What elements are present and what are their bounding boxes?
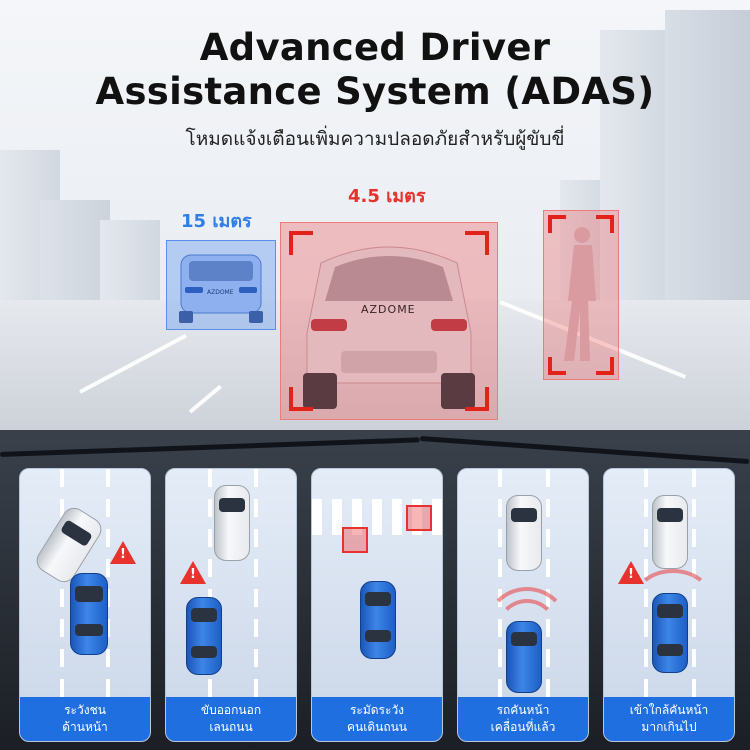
pedestrian-icon bbox=[564, 227, 596, 361]
card-caption: ระมัดระวัง คนเดินถนน bbox=[312, 697, 442, 741]
car-glass bbox=[657, 604, 683, 618]
near-suv-icon bbox=[303, 246, 475, 409]
caption-line-2: ด้านหน้า bbox=[62, 720, 108, 734]
blue-car bbox=[186, 597, 222, 675]
blue-car bbox=[70, 573, 108, 655]
title-line-2: Assistance System (ADAS) bbox=[95, 70, 655, 113]
card-caption: เข้าใกล้คันหน้า มากเกินไป bbox=[604, 697, 734, 741]
blue-car bbox=[506, 621, 542, 693]
lane-line bbox=[60, 469, 64, 701]
caption-line-1: รถคันหน้า bbox=[496, 703, 550, 717]
box-corner bbox=[465, 387, 489, 411]
pedestrian-detection-box bbox=[543, 210, 619, 380]
warning-triangle-icon: ! bbox=[618, 561, 644, 584]
car-glass bbox=[191, 646, 217, 658]
lane-line bbox=[106, 469, 110, 701]
caption-line-2: คนเดินถนน bbox=[347, 720, 407, 734]
card-caption: รถคันหน้า เคลื่อนที่แล้ว bbox=[458, 697, 588, 741]
car-glass bbox=[511, 508, 537, 522]
card-too-close: ! เข้าใกล้คันหน้า มากเกินไป bbox=[603, 468, 735, 742]
near-vehicle-detection-box: AZDOME bbox=[280, 222, 498, 420]
box-corner bbox=[548, 215, 566, 233]
card-caption: ระวังชน ด้านหน้า bbox=[20, 697, 150, 741]
pedestrian-icon bbox=[406, 505, 432, 531]
car-glass bbox=[365, 630, 391, 642]
lane-line bbox=[498, 469, 502, 701]
car-glass bbox=[657, 508, 683, 522]
box-corner bbox=[289, 231, 313, 255]
car-glass bbox=[59, 519, 94, 548]
box-corner bbox=[596, 357, 614, 375]
caption-line-1: ระมัดระวัง bbox=[349, 703, 405, 717]
far-vehicle-detection-box: AZDOME bbox=[166, 240, 276, 330]
distance-near-label: 4.5 เมตร bbox=[348, 186, 426, 207]
blue-car bbox=[652, 593, 688, 673]
box-corner bbox=[548, 357, 566, 375]
lane-line bbox=[254, 469, 258, 701]
lane-line bbox=[546, 469, 550, 701]
card-forward-collision: ! ระวังชน ด้านหน้า bbox=[19, 468, 151, 742]
car-glass bbox=[219, 498, 245, 512]
warning-triangle-icon: ! bbox=[110, 541, 136, 564]
white-car bbox=[652, 495, 688, 569]
car-glass bbox=[511, 632, 537, 646]
page-subtitle: โหมดแจ้งเตือนเพิ่มความปลอดภัยสำหรับผู้ขั… bbox=[185, 128, 565, 150]
feature-cards: ! ระวังชน ด้านหน้า ! ขับออกนอก เลนถนน bbox=[19, 468, 739, 746]
proximity-wave-icon bbox=[634, 569, 712, 627]
white-car bbox=[214, 485, 250, 561]
far-car-plate: AZDOME bbox=[207, 289, 234, 296]
card-pedestrian: ระมัดระวัง คนเดินถนน bbox=[311, 468, 443, 742]
blue-car bbox=[360, 581, 396, 659]
car-glass bbox=[191, 608, 217, 622]
distance-far-label: 15 เมตร bbox=[181, 211, 252, 232]
pedestrian-icon bbox=[342, 527, 368, 553]
near-car-plate: AZDOME bbox=[361, 303, 416, 316]
title-line-1: Advanced Driver bbox=[199, 26, 551, 69]
box-corner bbox=[289, 387, 313, 411]
lane-line bbox=[208, 469, 212, 701]
car-glass bbox=[657, 644, 683, 656]
proximity-wave-icon bbox=[496, 599, 558, 661]
car-glass bbox=[75, 624, 103, 636]
caption-line-1: ขับออกนอก bbox=[200, 703, 262, 717]
page-title: Advanced Driver Assistance System (ADAS) bbox=[0, 26, 750, 114]
car-glass bbox=[75, 586, 103, 602]
card-caption: ขับออกนอก เลนถนน bbox=[166, 697, 296, 741]
box-corner bbox=[596, 215, 614, 233]
caption-line-2: เลนถนน bbox=[209, 720, 253, 734]
card-lane-departure: ! ขับออกนอก เลนถนน bbox=[165, 468, 297, 742]
box-corner bbox=[465, 231, 489, 255]
caption-line-2: มากเกินไป bbox=[641, 720, 697, 734]
far-suv-icon bbox=[179, 254, 263, 323]
card-front-vehicle-moved: รถคันหน้า เคลื่อนที่แล้ว bbox=[457, 468, 589, 742]
warning-triangle-icon: ! bbox=[180, 561, 206, 584]
caption-line-1: เข้าใกล้คันหน้า bbox=[629, 703, 709, 717]
car-glass bbox=[365, 592, 391, 606]
caption-line-2: เคลื่อนที่แล้ว bbox=[490, 720, 556, 734]
caption-line-1: ระวังชน bbox=[64, 703, 106, 717]
white-car bbox=[506, 495, 542, 571]
proximity-wave-icon bbox=[484, 587, 570, 673]
